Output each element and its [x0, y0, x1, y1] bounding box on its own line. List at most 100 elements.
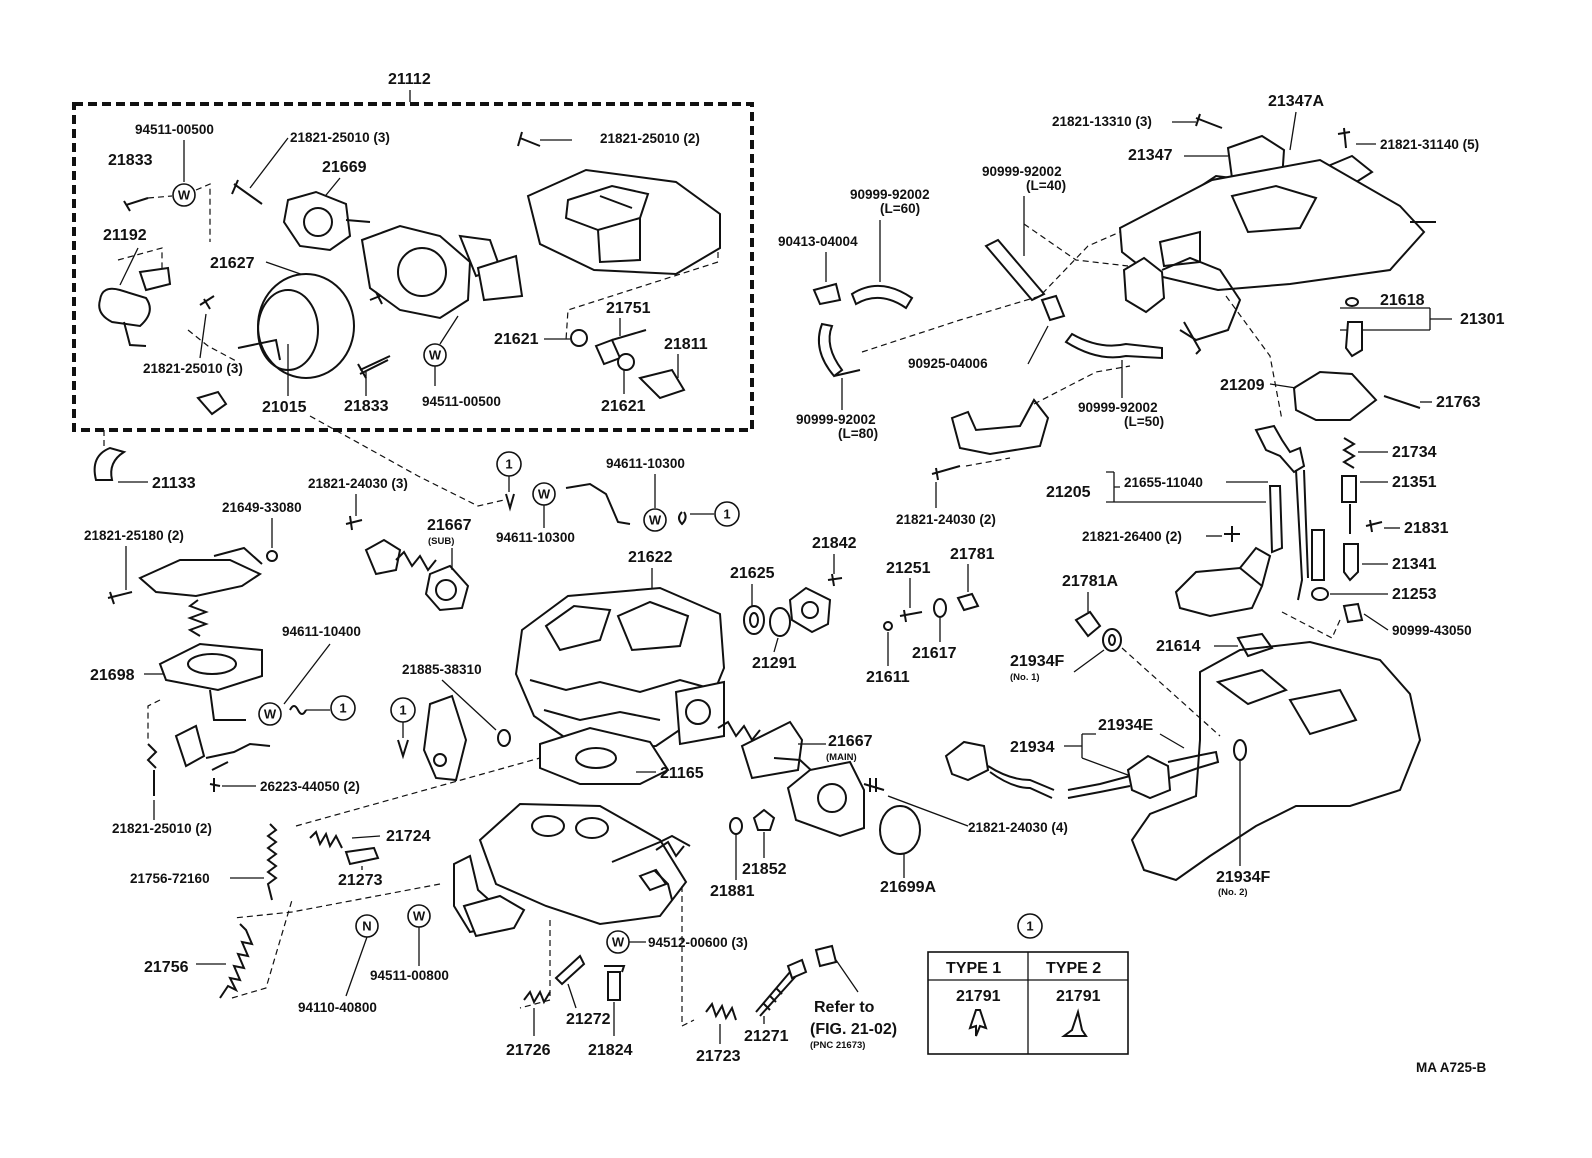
label-l80: (L=80): [838, 426, 878, 441]
sub-diaphragm-cap: [364, 538, 402, 576]
engine-block-ports: [1215, 668, 1358, 736]
fuel-cut-group: 21618 21301 21209 21763 21734 21351 2183…: [1220, 292, 1505, 638]
washer-symbol-c-text: W: [264, 707, 277, 722]
washer-symbol-e: [643, 508, 667, 532]
label-21885-38310: 21885-38310: [402, 662, 482, 677]
label-21205: 21205: [1046, 484, 1091, 501]
label-21192: 21192: [103, 227, 147, 244]
callout-1-table: [1017, 913, 1043, 939]
label-21621-a: 21621: [494, 331, 539, 348]
cover-21842: [788, 586, 832, 634]
body-bores: [544, 600, 690, 652]
label-21821-24030-3: 21821-24030 (3): [308, 476, 408, 491]
hose-21133: [93, 446, 127, 481]
ring-21611: [883, 621, 893, 631]
throttle-lever-group: 21885-38310 1: [390, 662, 511, 782]
type-table-col-2-name: TYPE 2: [1046, 960, 1101, 977]
air-horn-group: 21821-25010 (2) 21751 21621 21811 21621: [494, 131, 721, 415]
clip-type-1-icon: [968, 1009, 988, 1037]
gasket-21621-b: [617, 353, 635, 371]
screw-21821-24030-4: [863, 778, 885, 792]
choke-breaker-21192: [98, 287, 151, 328]
label-no1: (No. 1): [1010, 672, 1040, 683]
label-21655-11040: 21655-11040: [1124, 475, 1203, 490]
power-piston-group: 21625 21291 21842: [730, 535, 857, 672]
screw-21833-a: [123, 197, 149, 212]
sensor-wire-b: [1067, 775, 1131, 799]
nut-21852: [752, 808, 776, 831]
ring-21649-33080: [266, 550, 278, 562]
small-parts-group: 21881 21852: [710, 808, 787, 900]
label-21698: 21698: [90, 667, 135, 684]
label-21209: 21209: [1220, 377, 1265, 394]
solenoid-21301: [1344, 321, 1363, 358]
plug-90999-43050: [1342, 602, 1364, 624]
label-l50: (L=50): [1124, 414, 1164, 429]
throttle-washers-group: N 94110-40800 W 94511-00800 W 94512-0060…: [298, 904, 748, 1015]
label-21614: 21614: [1156, 638, 1201, 655]
diagram-code: MA A725-B: [1416, 1060, 1487, 1075]
callout-1-c-text: 1: [723, 507, 730, 522]
label-21347: 21347: [1128, 147, 1173, 164]
screw-21824-head: [604, 965, 626, 973]
label-94511-00800: 94511-00800: [370, 968, 449, 983]
washer-symbol-g-text: W: [612, 935, 625, 950]
manifold-body: [1161, 256, 1242, 342]
washer-21934f-2: [1233, 739, 1247, 761]
label-21669: 21669: [322, 159, 367, 176]
screw-21821-24030-3: [345, 515, 363, 531]
screw-21821-13310: [1195, 113, 1223, 129]
carburetor-body-group: 21622 21165: [514, 549, 726, 785]
label-main: (MAIN): [826, 752, 857, 763]
label-21726: 21726: [506, 1042, 551, 1059]
label-21842: 21842: [812, 535, 857, 552]
callout-1-d-text: 1: [399, 703, 406, 718]
label-94512-00600: 94512-00600 (3): [648, 935, 748, 950]
gasket-21617: [933, 598, 947, 618]
label-21347a: 21347A: [1268, 93, 1324, 110]
label-94611-10300-a: 94611-10300: [496, 530, 575, 545]
opener-diaphragm: [303, 207, 333, 237]
label-21756: 21756: [144, 959, 189, 976]
ring-21618: [1345, 297, 1359, 307]
part-21751: [594, 338, 622, 366]
ring-21291: [769, 607, 791, 637]
bolts-group: 21833 W 94511-00500: [344, 315, 501, 415]
label-21763: 21763: [1436, 394, 1481, 411]
body-window-hole: [685, 699, 711, 725]
nut-21781a: [1074, 610, 1102, 638]
screw-21821-25180: [107, 591, 133, 605]
label-21133: 21133: [152, 475, 196, 492]
label-90999-43050: 90999-43050: [1392, 623, 1472, 638]
intake-manifold: [1118, 158, 1426, 292]
float-hinge: [1239, 546, 1272, 587]
gasket-hole-a: [575, 747, 617, 769]
label-26223-44050: 26223-44050 (2): [260, 779, 360, 794]
label-sub: (SUB): [428, 536, 454, 547]
label-assembly-21112: 21112: [388, 71, 431, 88]
sub-diaphragm-group: 21821-24030 (3) 21667 (SUB): [308, 476, 472, 612]
label-21821-25010-2: 21821-25010 (2): [600, 131, 700, 146]
label-21824: 21824: [588, 1042, 633, 1059]
label-90999-92002-c: 90999-92002: [796, 412, 876, 427]
label-21611: 21611: [866, 669, 910, 686]
lever-part: [174, 724, 206, 768]
manifold-tab: [1183, 321, 1202, 355]
label-21621-b: 21621: [601, 398, 646, 415]
spring-21756-72160: [266, 823, 278, 901]
callout-1-c: [714, 501, 740, 527]
assembly-boundary: [72, 102, 754, 432]
diaphragm-21698: [158, 642, 263, 692]
spring-under-cover: [187, 599, 209, 637]
label-21811: 21811: [664, 336, 708, 353]
label-21271: 21271: [744, 1028, 789, 1045]
screw-21831: [1365, 519, 1383, 533]
label-21833-b: 21833: [344, 398, 389, 415]
label-refer-to: Refer to: [814, 999, 875, 1016]
washer-21934f-1: [1102, 628, 1122, 652]
label-21821-24030-2: 21821-24030 (2): [896, 512, 996, 527]
label-90925-04006: 90925-04006: [908, 356, 988, 371]
throttle-body: [478, 802, 688, 926]
label-21622: 21622: [628, 549, 673, 566]
callout-1-table-text: 1: [1026, 919, 1033, 934]
